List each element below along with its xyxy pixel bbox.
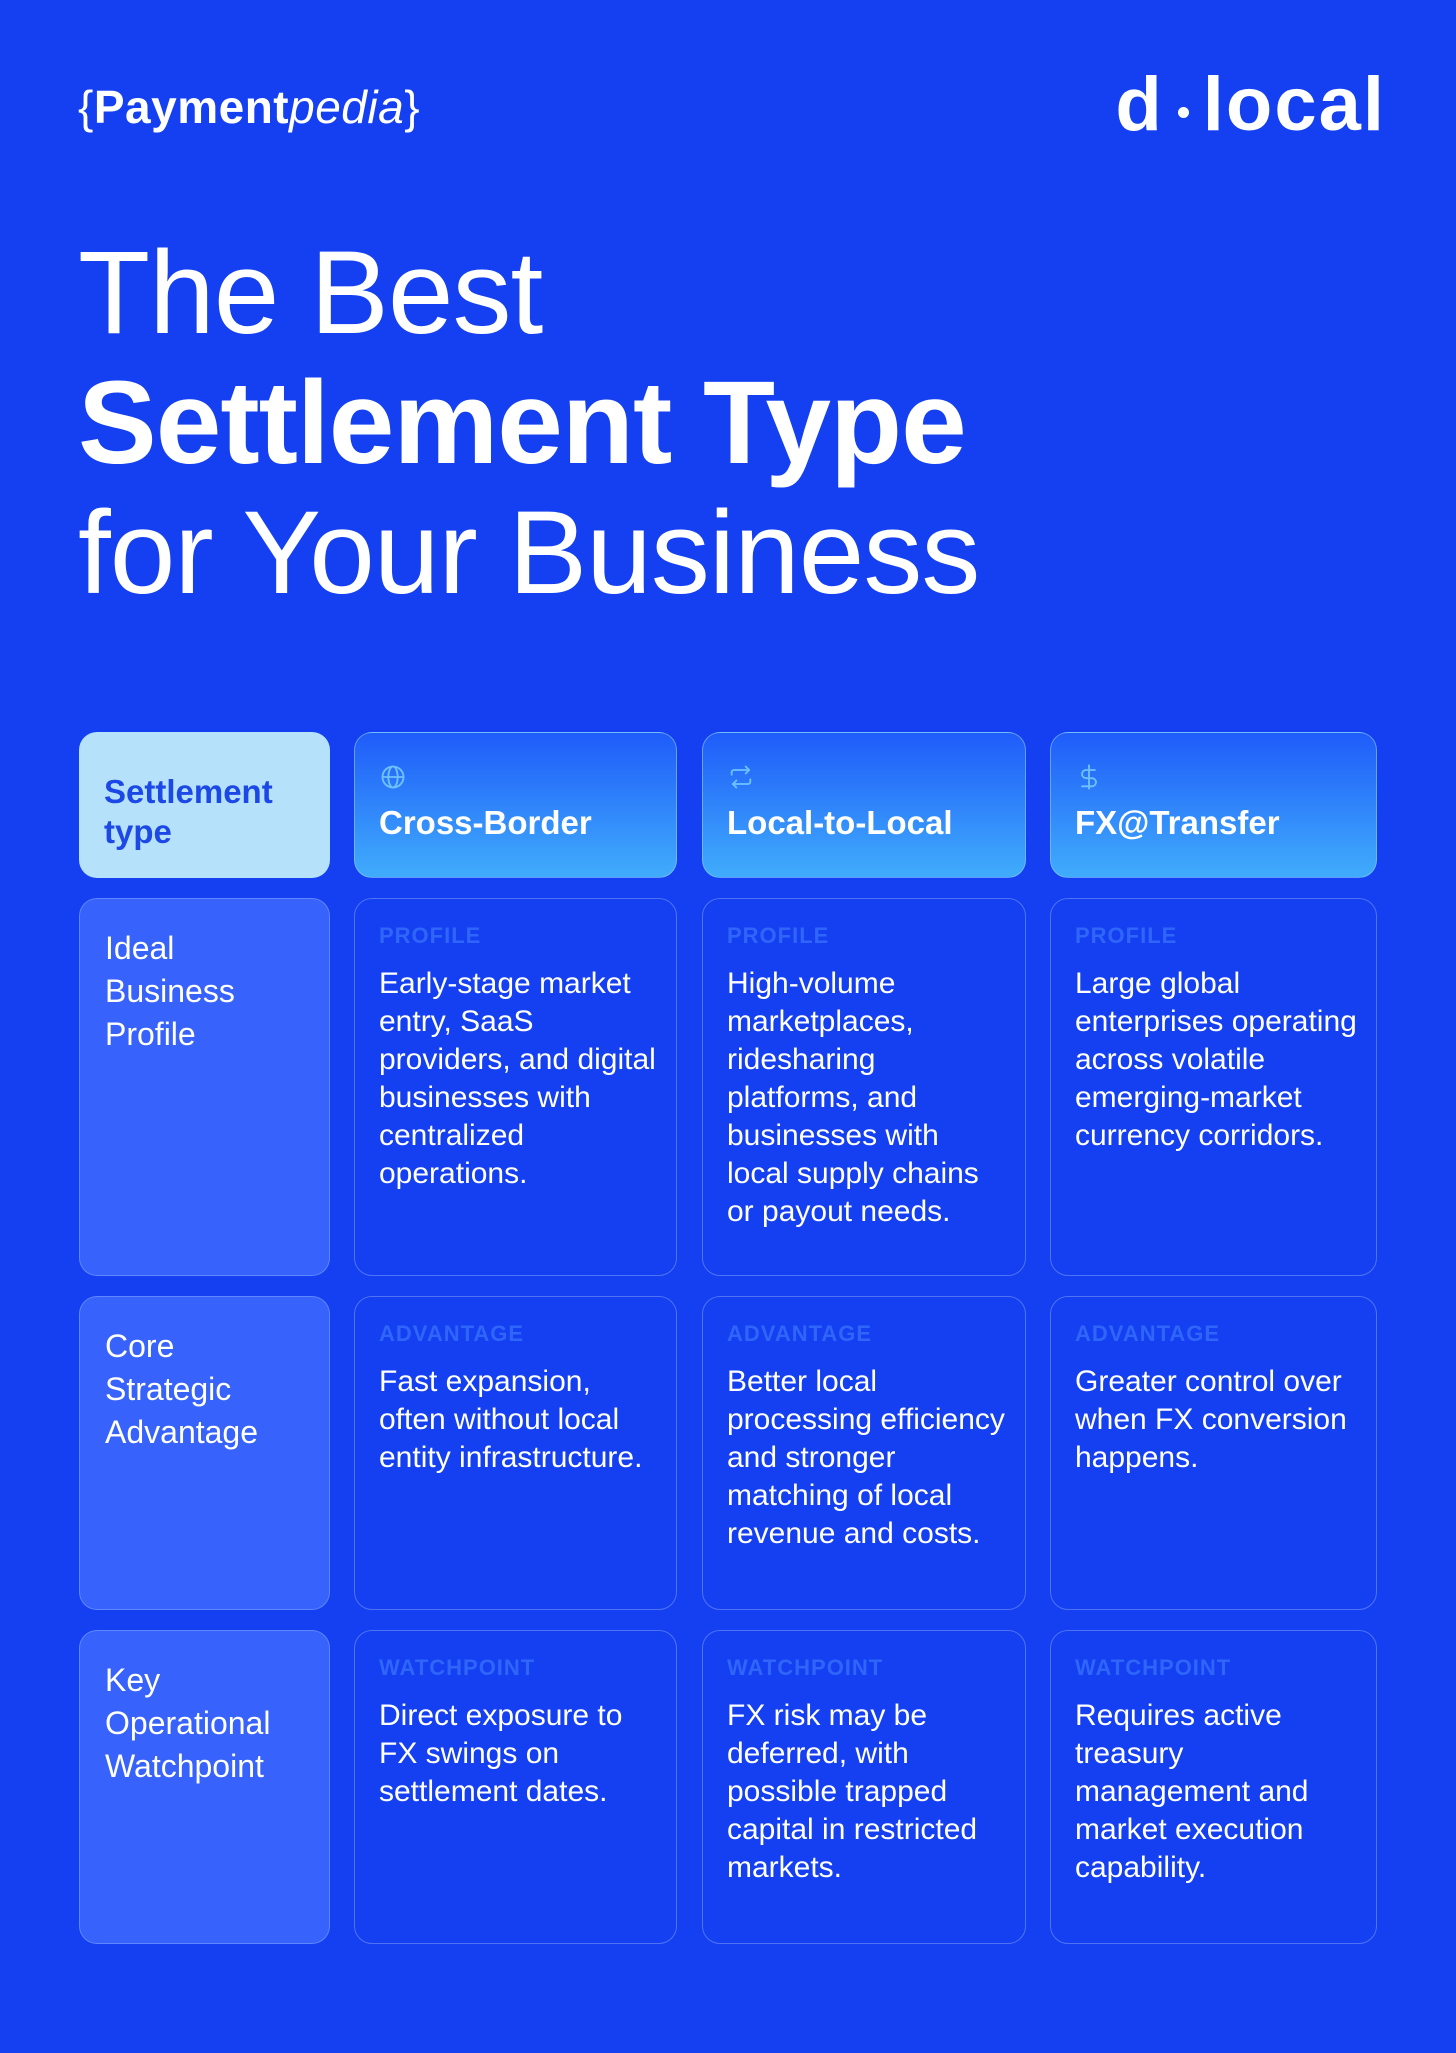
card-text: Large global enterprises operating acros… bbox=[1075, 967, 1357, 1152]
card-kicker: WATCHPOINT bbox=[379, 1655, 536, 1680]
card-fx-transfer-profile: PROFILE Large global enterprises operati… bbox=[1050, 898, 1377, 1276]
card-cross-border-watchpoint: WATCHPOINT Direct exposure to FX swings … bbox=[354, 1630, 677, 1944]
column-header-label: Local-to-Local bbox=[727, 804, 953, 841]
card-cross-border-profile: PROFILE Early-stage market entry, SaaS p… bbox=[354, 898, 677, 1276]
card-text: Direct exposure to FX swings on settleme… bbox=[379, 1699, 623, 1808]
column-header-label: FX@Transfer bbox=[1075, 804, 1280, 841]
card-kicker: PROFILE bbox=[1075, 923, 1178, 948]
card-kicker: ADVANTAGE bbox=[1075, 1321, 1221, 1346]
dollar-icon bbox=[1081, 764, 1097, 790]
dlocal-logo-local: local bbox=[1202, 62, 1386, 147]
card-local-to-local-watchpoint: WATCHPOINT FX risk may be deferred, with… bbox=[702, 1630, 1026, 1944]
column-header-cross-border: Cross-Border bbox=[354, 732, 677, 878]
card-kicker: PROFILE bbox=[727, 923, 830, 948]
dlocal-logo: d local bbox=[1115, 62, 1386, 148]
card-kicker: WATCHPOINT bbox=[727, 1655, 884, 1680]
card-text: Fast expansion, often without local enti… bbox=[379, 1365, 643, 1474]
card-text: High-volume marketplaces, ridesharing pl… bbox=[727, 967, 979, 1228]
card-local-to-local-profile: PROFILE High-volume marketplaces, ridesh… bbox=[702, 898, 1026, 1276]
swap-arrows-icon bbox=[730, 765, 752, 789]
dlocal-logo-dot bbox=[1177, 106, 1189, 118]
globe-icon bbox=[381, 765, 405, 789]
row-label-core-strategic-advantage: Core Strategic Advantage bbox=[79, 1296, 330, 1610]
card-text: Early-stage market entry, SaaS providers… bbox=[379, 967, 656, 1190]
paymentpedia-logo: { Payment pedia } bbox=[78, 72, 420, 142]
title-line-3: for Your Business bbox=[78, 487, 980, 619]
logo-italic-text: pedia bbox=[289, 81, 405, 133]
logo-open-brace: { bbox=[78, 81, 94, 133]
card-text: Better local processing efficiency and s… bbox=[727, 1365, 1005, 1550]
card-cross-border-advantage: ADVANTAGE Fast expansion, often without … bbox=[354, 1296, 677, 1610]
card-kicker: ADVANTAGE bbox=[727, 1321, 873, 1346]
card-local-to-local-advantage: ADVANTAGE Better local processing effici… bbox=[702, 1296, 1026, 1610]
logo-close-brace: } bbox=[404, 81, 421, 133]
logo-bold-text: Payment bbox=[93, 81, 290, 133]
column-header-local-to-local: Local-to-Local bbox=[702, 732, 1026, 878]
row-label-key-operational-watchpoint: Key Operational Watchpoint bbox=[79, 1630, 330, 1944]
title-line-1: The Best bbox=[78, 227, 543, 359]
column-header-label: Cross-Border bbox=[379, 804, 592, 841]
card-text: Greater control over when FX conversion … bbox=[1075, 1365, 1347, 1474]
column-header-fx-transfer: FX@Transfer bbox=[1050, 732, 1377, 878]
page-title: The Best Settlement Type for Your Busine… bbox=[78, 227, 980, 619]
row-label-ideal-business-profile: Ideal Business Profile bbox=[79, 898, 330, 1276]
card-kicker: WATCHPOINT bbox=[1075, 1655, 1232, 1680]
card-kicker: ADVANTAGE bbox=[379, 1321, 525, 1346]
card-kicker: PROFILE bbox=[379, 923, 482, 948]
card-fx-transfer-advantage: ADVANTAGE Greater control over when FX c… bbox=[1050, 1296, 1377, 1610]
card-text: Requires active treasury management and … bbox=[1075, 1699, 1309, 1884]
card-fx-transfer-watchpoint: WATCHPOINT Requires active treasury mana… bbox=[1050, 1630, 1377, 1944]
title-line-2: Settlement Type bbox=[78, 357, 967, 489]
card-text: FX risk may be deferred, with possible t… bbox=[727, 1699, 978, 1884]
header-settlement-type: Settlement type bbox=[79, 732, 330, 878]
dlocal-logo-d: d bbox=[1115, 62, 1164, 147]
